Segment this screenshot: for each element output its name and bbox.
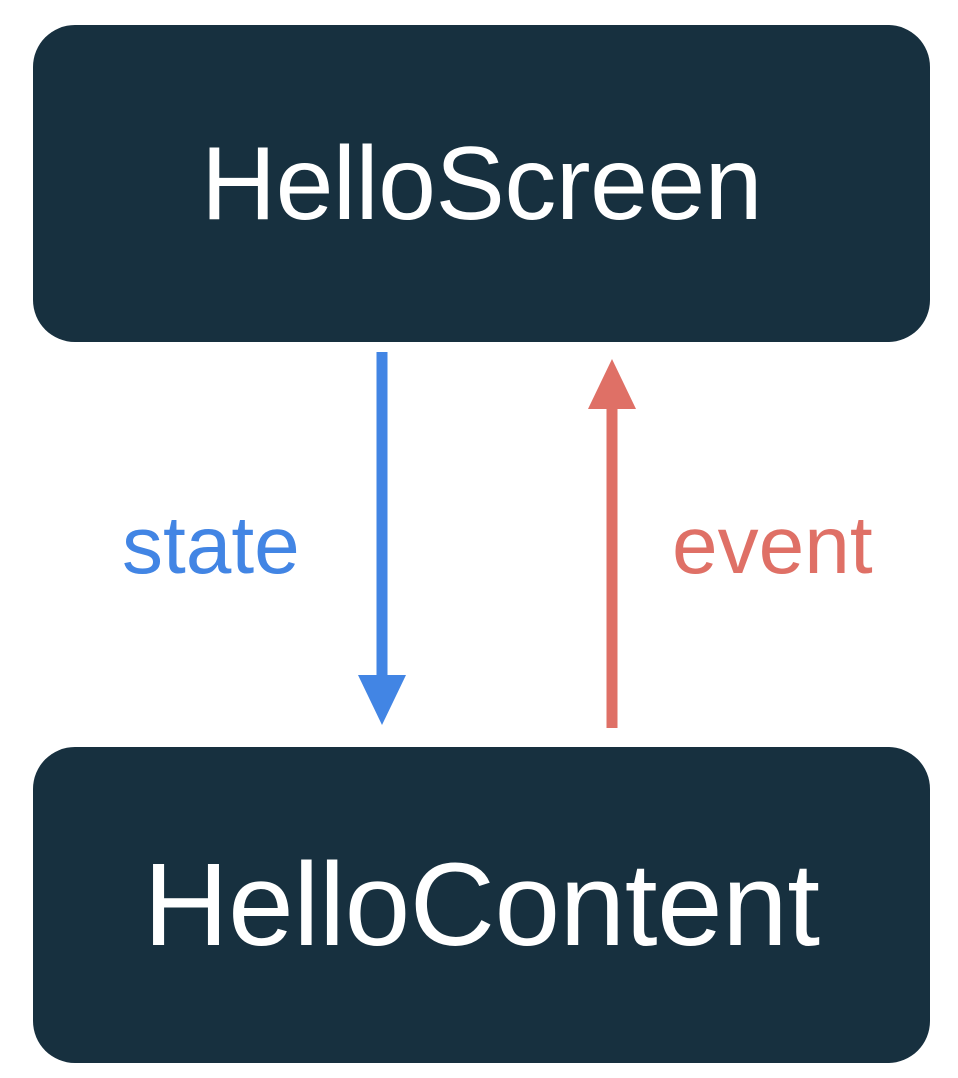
edge-label-state: state [122, 500, 300, 591]
arrow-up-event-icon [588, 359, 636, 728]
node-hello-content-label: HelloContent [143, 839, 820, 971]
edge-label-event: event [672, 500, 873, 591]
node-hello-screen[interactable]: HelloScreen [33, 25, 930, 342]
node-hello-content[interactable]: HelloContent [33, 747, 930, 1063]
arrow-down-state-icon [358, 352, 406, 725]
node-hello-screen-label: HelloScreen [200, 125, 763, 242]
